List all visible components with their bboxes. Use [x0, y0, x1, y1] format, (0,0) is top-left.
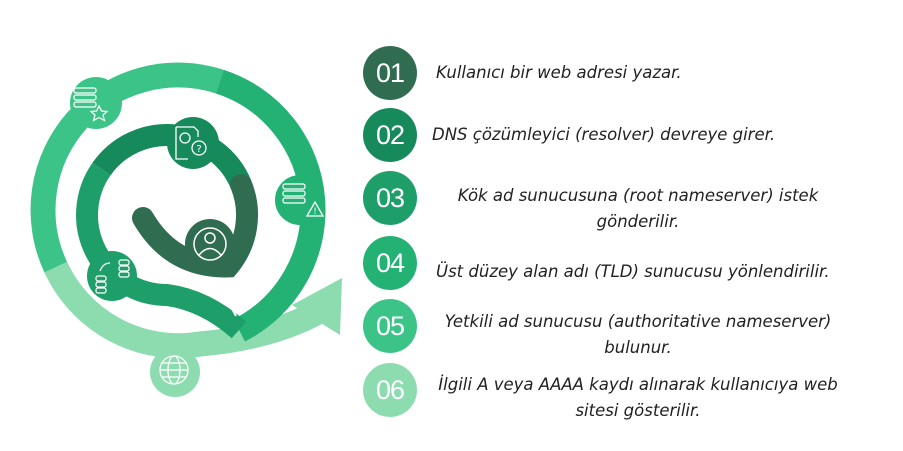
step-text-6: İlgili A veya AAAA kaydı alınarak kullan… [438, 375, 838, 420]
step-number-6: 06 [363, 363, 417, 417]
clock-document-question-icon: ? [167, 117, 219, 169]
step-text-5: Yetkili ad sunucusu (authoritative names… [444, 312, 832, 357]
user-icon [185, 219, 235, 269]
step-number-label: 01 [375, 57, 405, 88]
step-number-3: 03 [363, 171, 417, 225]
database-sync-icon [87, 251, 137, 301]
step-number-2: 02 [363, 108, 417, 162]
step-text-1: Kullanıcı bir web adresi yazar. [436, 63, 682, 82]
step-text-2: DNS çözümleyici (resolver) devreye girer… [432, 125, 776, 144]
ring-segment-1 [132, 174, 259, 278]
globe-icon [150, 347, 200, 397]
step-number-label: 05 [375, 310, 405, 341]
step-number-label: 06 [375, 374, 405, 405]
step-text-3: Kök ad sunucusuna (root nameserver) iste… [457, 186, 819, 231]
arrow-head [292, 278, 342, 335]
svg-text:?: ? [196, 144, 201, 155]
server-warning-icon: ! [275, 175, 325, 225]
step-number-label: 04 [375, 247, 405, 278]
arrow-segment-6 [44, 261, 324, 359]
svg-text:!: ! [313, 207, 317, 217]
step-number-4: 04 [363, 236, 417, 290]
step-number-label: 02 [375, 119, 405, 150]
step-number-1: 01 [363, 46, 417, 100]
step-text-4: Üst düzey alan adı (TLD) sunucusu yönlen… [436, 262, 830, 281]
server-star-icon [70, 77, 122, 129]
step-number-label: 03 [375, 182, 405, 213]
step-number-5: 05 [363, 299, 417, 353]
